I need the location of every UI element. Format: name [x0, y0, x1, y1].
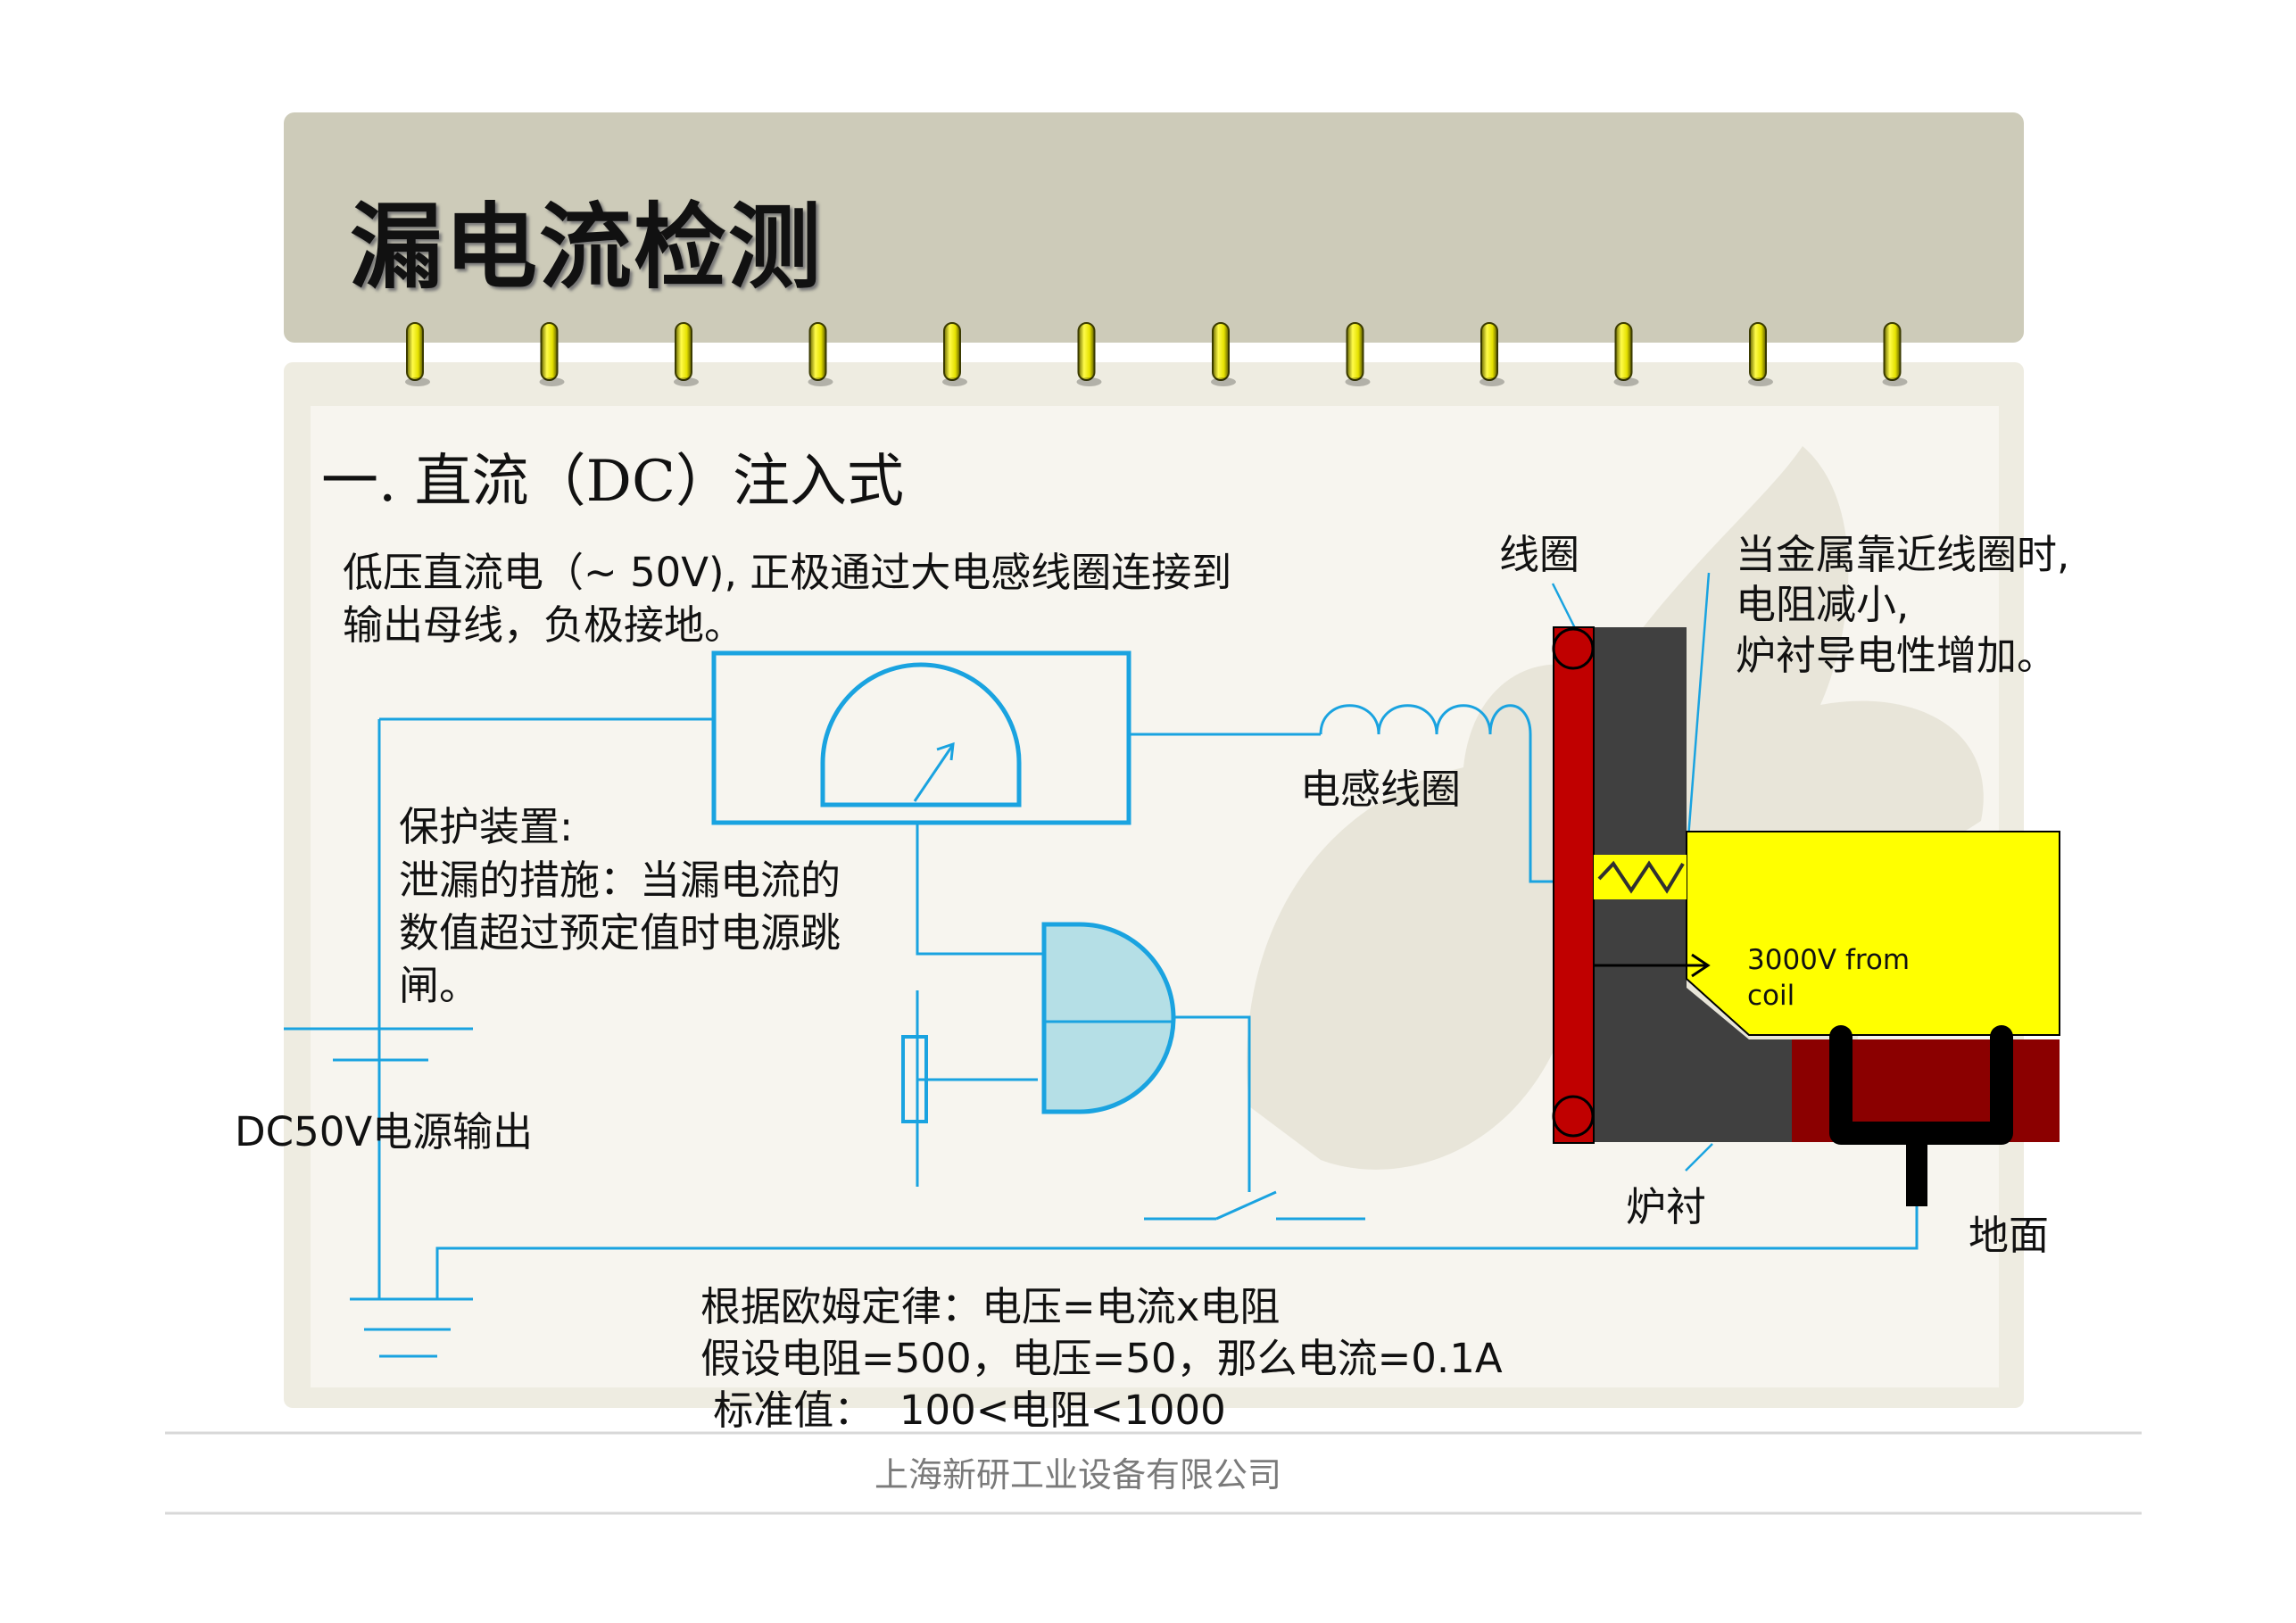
lining-label: 炉衬: [1626, 1183, 1707, 1230]
arrow-head-icon: [1691, 953, 1711, 978]
intro-line-2: 输出母线，负极接地。: [343, 601, 745, 649]
wire-to-coil: [1529, 734, 1553, 883]
section-heading: 一. 直流（DC）注入式: [321, 449, 904, 515]
binder-ring-shadow: [942, 377, 967, 386]
binder-ring-shadow: [1076, 377, 1102, 386]
wire-relay-switch: [1173, 1015, 1251, 1192]
binder-ring-shadow: [1613, 377, 1639, 386]
test-button: [901, 1035, 928, 1123]
voltage-label-line-2: coil: [1747, 980, 1795, 1012]
coil-top-circle: [1552, 627, 1595, 670]
inductor-coil: [1319, 704, 1532, 735]
ammeter: [711, 650, 1131, 825]
protection-line-1: 保护装置:: [399, 803, 574, 850]
page-title: 漏电流检测: [350, 193, 824, 302]
note-line-2: 电阻减小,: [1736, 581, 1910, 628]
induction-coil-bar: [1553, 626, 1595, 1144]
ground-rod: [1906, 1133, 1927, 1206]
protection-line-3: 数值超过预定值时电源跳: [399, 909, 841, 956]
binder-ring: [1077, 322, 1096, 381]
binder-ring-shadow: [1480, 377, 1504, 386]
binder-ring-shadow: [808, 377, 833, 386]
binder-ring: [1480, 322, 1498, 381]
zigzag-resistance-icon: [1597, 860, 1685, 894]
binder-ring-shadow: [1211, 377, 1236, 386]
binder-ring: [1883, 322, 1902, 381]
ammeter-dial: [820, 662, 1022, 807]
binder-ring-shadow: [674, 377, 699, 386]
voltage-label-line-1: 3000V from: [1747, 944, 1911, 976]
power-output-label: DC50V电源输出: [235, 1108, 534, 1155]
binder-ring-shadow: [405, 377, 430, 386]
ohm-line-1: 根据欧姆定律：电压=电流x电阻: [700, 1283, 1281, 1330]
binder-ring: [406, 322, 424, 381]
ammeter-needle: [913, 745, 954, 802]
coil-bottom-circle: [1552, 1095, 1595, 1138]
circuit-wires: [284, 572, 1919, 1358]
ammeter-box: [711, 650, 1131, 825]
protection-line-4: 闸。: [399, 962, 480, 1009]
binder-ring: [1212, 322, 1230, 381]
note-line-1: 当金属靠近线圈时,: [1736, 531, 2070, 578]
binder-ring: [540, 322, 559, 381]
furnace-lining: [1594, 627, 1792, 1142]
binder-ring-shadow: [1748, 377, 1773, 386]
ohm-line-3: 标准值： 100<电阻<1000: [700, 1387, 1226, 1434]
coil-pointer: [1551, 583, 1578, 631]
furnace: [1552, 626, 2060, 1206]
wire-meter-relay: [916, 823, 1044, 956]
molten-metal: [1686, 831, 2060, 1036]
needle-arrow-icon: [936, 741, 955, 761]
header-band: [284, 112, 2024, 343]
wire-ground-return: [435, 1200, 1919, 1299]
note-line-3: 炉衬导电性增加。: [1736, 632, 2058, 679]
binder-ring: [943, 322, 961, 381]
binder-ring-shadow: [1345, 377, 1371, 386]
inductor-label: 电感线圈: [1300, 766, 1462, 813]
binder-ring-shadow: [1882, 377, 1908, 386]
coil-label: 线圈: [1499, 531, 1580, 578]
card: [284, 362, 2024, 1408]
protection-line-2: 泄漏的措施：当漏电流的: [399, 857, 841, 904]
relay: [1041, 922, 1176, 1114]
binder-ring: [1749, 322, 1767, 381]
binder-ring: [675, 322, 692, 381]
footer-company: 上海新研工业设备有限公司: [874, 1455, 1282, 1495]
header-background: [284, 112, 2024, 343]
lining-pointer: [1685, 1143, 1713, 1172]
note-pointer: [1684, 572, 1711, 874]
binder-ring: [1346, 322, 1364, 381]
switch-blade: [1215, 1190, 1277, 1221]
intro-line-1: 低压直流电（~ 50V), 正极通过大电感线圈连接到: [343, 549, 1232, 596]
binder-rings: [405, 322, 1908, 386]
ohm-line-2: 假设电阻=500，电压=50，那么电流=0.1A: [700, 1335, 1503, 1382]
ground-label: 地面: [1969, 1212, 2050, 1259]
binder-ring: [1614, 322, 1633, 381]
binder-ring: [808, 322, 827, 381]
binder-ring-shadow: [539, 377, 565, 386]
